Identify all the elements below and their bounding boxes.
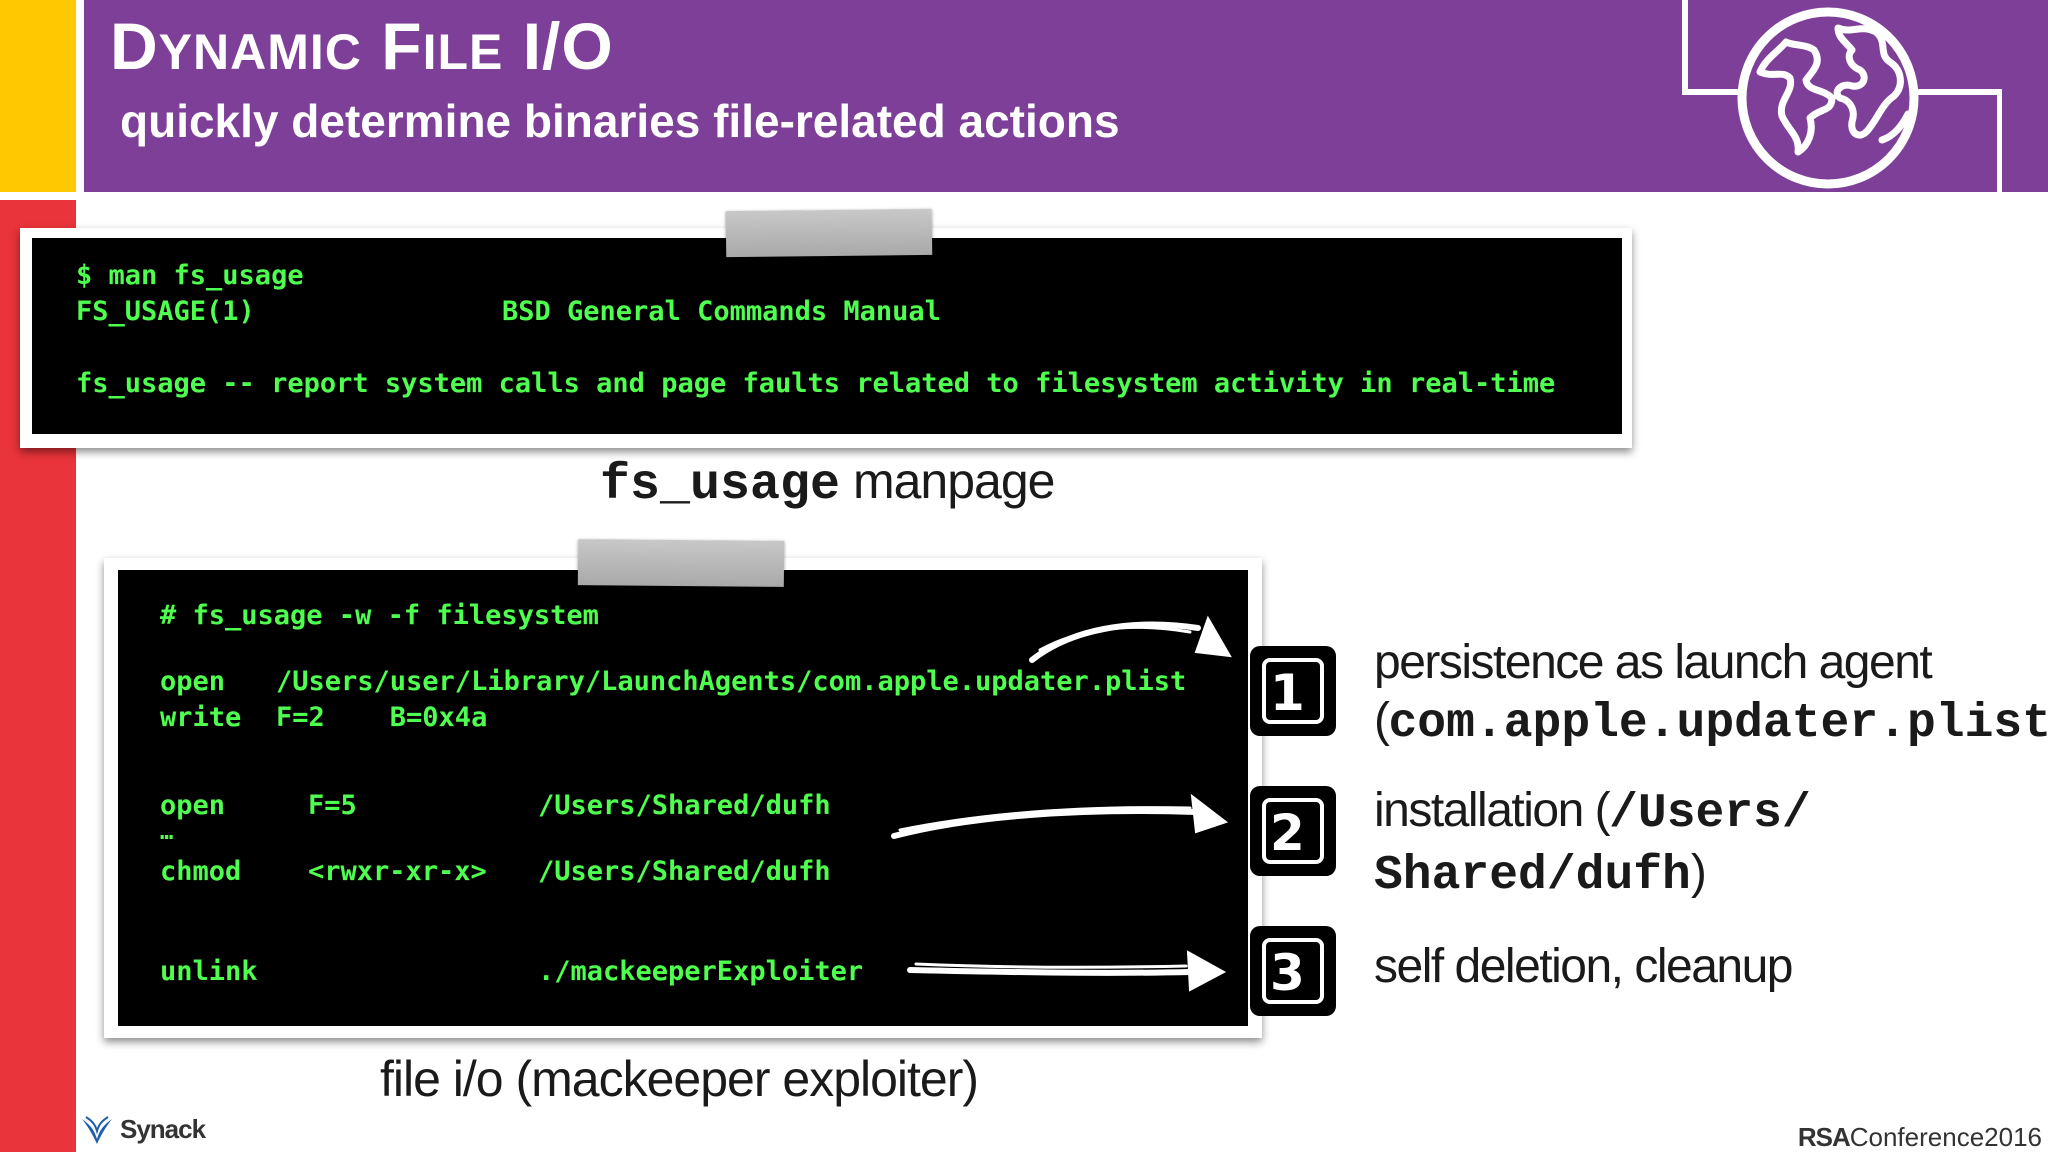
file-io-terminal: # fs_usage -w -f filesystem open /Users/… — [118, 570, 1248, 1026]
file-io-screenshot-card: # fs_usage -w -f filesystem open /Users/… — [104, 558, 1262, 1038]
globe-icon — [1682, 0, 2003, 192]
manpage-header-right: BSD General Commands Manual — [502, 296, 941, 327]
terminal-path: /Users/Shared/dufh — [538, 790, 831, 821]
rsa-conference-logo: RSAConference2016 — [1797, 1122, 2042, 1152]
manpage-caption: fs_usage manpage — [600, 453, 1055, 514]
item-1-text: persistence as launch agent(com.apple.up… — [1374, 636, 2048, 751]
tape-strip — [725, 208, 933, 258]
file-io-caption: file i/o (mackeeper exploiter) — [380, 1051, 979, 1107]
tape-strip — [577, 539, 785, 587]
terminal-ellipsis: … — [160, 820, 174, 845]
synack-bird-icon — [82, 1115, 112, 1144]
item-3-number-box: 3 — [1250, 926, 1336, 1016]
item-2-number-box: 2 — [1250, 786, 1336, 876]
terminal-op: chmod — [160, 856, 242, 887]
item-2-text: installation (/Users/Shared/dufh) — [1374, 784, 1811, 903]
terminal-path: ./mackeeperExploiter — [538, 956, 864, 987]
slide-subtitle: quickly determine binaries file-related … — [120, 95, 1120, 147]
slide-title: DYNAMIC FILE I/O — [110, 9, 614, 83]
manpage-header-left: FS_USAGE(1) — [76, 296, 255, 327]
terminal-op: write — [160, 702, 242, 733]
terminal-arg: F=2 B=0x4a — [276, 702, 488, 733]
yellow-accent-bar — [0, 0, 76, 192]
manpage-terminal: $ man fs_usage FS_USAGE(1) BSD General C… — [32, 238, 1622, 434]
item-1-number-box: 1 — [1250, 646, 1336, 736]
terminal-op: open — [160, 666, 226, 697]
item-3-text: self deletion, cleanup — [1374, 940, 1793, 993]
terminal-op: open — [160, 790, 226, 821]
manpage-description: fs_usage -- report system calls and page… — [76, 368, 1556, 399]
terminal-op: unlink — [160, 956, 258, 987]
synack-wordmark: Synack — [120, 1114, 206, 1144]
manpage-screenshot-card: $ man fs_usage FS_USAGE(1) BSD General C… — [20, 228, 1632, 448]
terminal-fd: F=5 — [308, 790, 357, 821]
terminal-arg: /Users/user/Library/LaunchAgents/com.app… — [276, 666, 1187, 697]
terminal-fd: <rwxr-xr-x> — [308, 856, 487, 887]
terminal-command: $ man fs_usage — [76, 260, 304, 291]
terminal-path: /Users/Shared/dufh — [538, 856, 831, 887]
terminal-command: # fs_usage -w -f filesystem — [160, 600, 599, 631]
header-band — [84, 0, 2048, 192]
synack-logo: Synack — [80, 1114, 206, 1145]
